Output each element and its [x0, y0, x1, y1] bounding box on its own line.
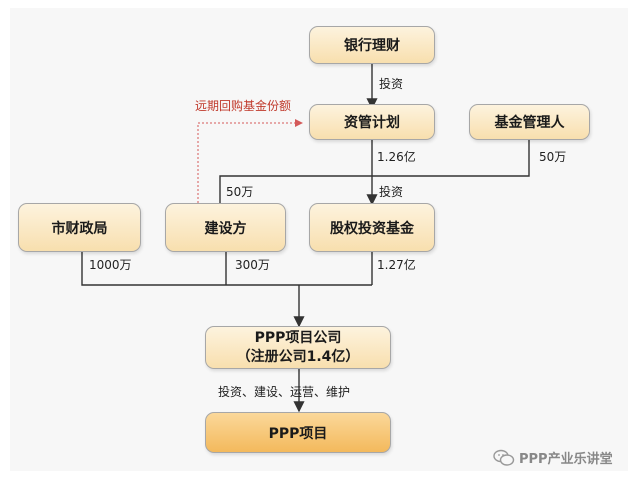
node-bank: 银行理财: [309, 26, 435, 64]
node-asset-plan-label: 资管计划: [344, 115, 400, 131]
node-ppp-project-label: PPP项目: [268, 425, 328, 442]
label-invest-2: 投资: [379, 185, 404, 199]
label-amount-1000: 1000万: [89, 258, 132, 272]
label-amount-127: 1.27亿: [377, 258, 416, 272]
node-finance-bureau: 市财政局: [18, 203, 141, 252]
label-amount-50-builder: 50万: [226, 185, 254, 199]
node-ppp-company-line2: （注册公司1.4亿）: [236, 348, 360, 365]
edge-fund-manager: [372, 138, 530, 177]
node-fund-manager: 基金管理人: [469, 104, 590, 140]
connector-lines: [81, 64, 530, 413]
watermark-text: PPP产业乐讲堂: [519, 452, 613, 467]
edge-redeem-dashed: [197, 119, 303, 203]
node-fund-manager-label: 基金管理人: [494, 115, 565, 131]
diagram-canvas: 银行理财 资管计划 基金管理人 市财政局 建设方 股权投资基金 PPP项目公司 …: [10, 8, 628, 471]
label-invest-1: 投资: [379, 77, 404, 91]
node-builder: 建设方: [165, 203, 286, 252]
edge-builder-50: [219, 175, 372, 203]
wechat-icon: [493, 449, 515, 466]
node-ppp-company-line1: PPP项目公司: [254, 329, 342, 346]
node-finance-bureau-label: 市财政局: [51, 220, 108, 237]
watermark: PPP产业乐讲堂: [493, 448, 613, 467]
label-amount-300: 300万: [235, 258, 270, 272]
node-bank-label: 银行理财: [344, 38, 400, 54]
label-operations: 投资、建设、运营、维护: [218, 385, 351, 399]
node-ppp-company: PPP项目公司 （注册公司1.4亿）: [205, 326, 391, 369]
node-ppp-project: PPP项目: [205, 412, 391, 453]
label-amount-50-mgr: 50万: [539, 150, 567, 164]
label-amount-126: 1.26亿: [377, 150, 416, 164]
edge-bureau: [81, 252, 372, 286]
node-builder-label: 建设方: [204, 220, 247, 237]
node-equity-fund-label: 股权投资基金: [330, 220, 414, 237]
node-equity-fund: 股权投资基金: [309, 203, 435, 252]
node-asset-plan: 资管计划: [309, 104, 435, 140]
label-redeem: 远期回购基金份额: [195, 99, 292, 113]
